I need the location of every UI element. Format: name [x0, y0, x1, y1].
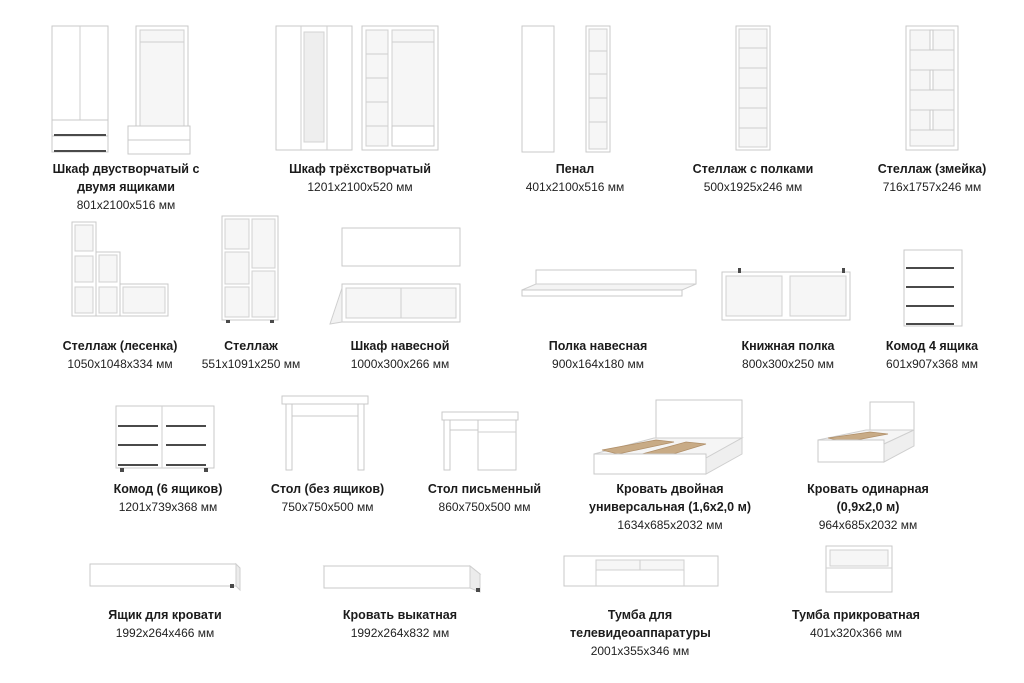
writing-desk-image	[441, 411, 519, 471]
wall-cabinet-image	[329, 227, 461, 325]
item-name: Стеллаж (лесенка)	[62, 339, 178, 353]
item-dimensions: 401x320x366 мм	[810, 626, 902, 640]
nightstand-image	[825, 545, 893, 593]
item-dimensions: 964x685x2032 мм	[818, 518, 918, 532]
item-name: Комод 4 ящика	[885, 339, 979, 353]
item-name: Пенал	[555, 162, 595, 176]
item-dimensions: 750x750x500 мм	[281, 500, 374, 514]
wardrobe-2door-image	[51, 25, 191, 155]
item-dimensions: 716x1757x246 мм	[882, 180, 982, 194]
item-name: Ящик для кровати	[108, 608, 222, 622]
item-dimensions: 1201x739x368 мм	[118, 500, 218, 514]
item-name: Полка навесная	[548, 339, 648, 353]
item-name: Комод (6 ящиков)	[113, 482, 223, 496]
item-name: Стеллаж с полками	[692, 162, 814, 176]
item-dimensions: 601x907x368 мм	[886, 357, 978, 371]
bed-single-image	[817, 401, 915, 463]
item-dimensions: 1050x1048x334 мм	[67, 357, 173, 371]
item-name: Стол (без ящиков)	[270, 482, 385, 496]
item-dimensions: 801x2100x516 мм	[76, 198, 176, 212]
rack-snake-image	[905, 25, 959, 151]
item-name: Стеллаж	[224, 339, 278, 353]
chest-4-image	[903, 249, 963, 327]
chest-6-image	[115, 405, 215, 472]
bed-drawer-image	[89, 562, 241, 592]
book-shelf-image	[721, 268, 851, 321]
tv-stand-image	[563, 555, 719, 587]
item-dimensions: 800x300x250 мм	[742, 357, 834, 371]
rack-ladder-image	[71, 221, 169, 317]
item-name: Стол письменный	[427, 482, 542, 496]
item-dimensions: 2001x355x346 мм	[590, 644, 690, 658]
pullout-bed-image	[322, 564, 482, 593]
rack-shelves-image	[735, 25, 771, 151]
wall-shelf-image	[521, 269, 697, 297]
item-dimensions: 900x164x180 мм	[552, 357, 644, 371]
item-name: Книжная полка	[741, 339, 835, 353]
item-dimensions: 401x2100x516 мм	[525, 180, 625, 194]
item-name: Кровать выкатная	[342, 608, 458, 622]
item-dimensions: 1634x685x2032 мм	[617, 518, 723, 532]
item-dimensions: 551x1091x250 мм	[201, 357, 301, 371]
pencil-case-image	[521, 25, 611, 153]
item-dimensions: 860x750x500 мм	[438, 500, 531, 514]
item-name: Шкаф двустворчатый с двумя ящиками	[52, 162, 200, 194]
table-plain-image	[281, 395, 369, 471]
item-dimensions: 1992x264x832 мм	[350, 626, 450, 640]
wardrobe-3door-image	[275, 25, 439, 151]
item-name: Тумба для телевидеоаппаратуры	[570, 608, 711, 640]
item-dimensions: 1992x264x466 мм	[115, 626, 215, 640]
item-dimensions: 500x1925x246 мм	[703, 180, 803, 194]
rack-image	[221, 215, 279, 323]
item-name: Кровать одинарная (0,9х2,0 м)	[807, 482, 929, 514]
item-name: Кровать двойная универсальная (1,6х2,0 м…	[589, 482, 751, 514]
item-name: Шкаф навесной	[350, 339, 450, 353]
item-dimensions: 1201x2100x520 мм	[307, 180, 413, 194]
item-name: Тумба прикроватная	[792, 608, 920, 622]
item-name: Стеллаж (змейка)	[877, 162, 987, 176]
bed-double-image	[593, 399, 744, 475]
item-dimensions: 1000x300x266 мм	[350, 357, 450, 371]
item-name: Шкаф трёхстворчатый	[289, 162, 431, 176]
